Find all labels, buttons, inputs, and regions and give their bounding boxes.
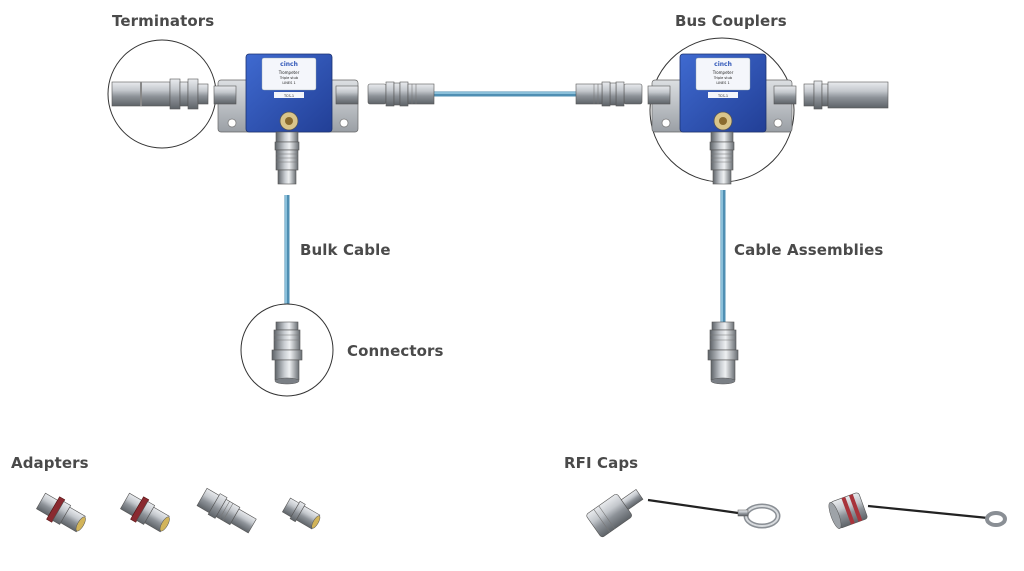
- adapter-inline-2: [282, 497, 321, 530]
- label-bulk-cable: Bulk Cable: [300, 241, 391, 259]
- bus-coupler-right: cinch Trompeter Triple stub LINES 1 TCS-…: [647, 53, 797, 133]
- connector-callout: [240, 303, 334, 397]
- rfi-cap-1: [586, 489, 781, 538]
- label-adapters: Adapters: [11, 454, 89, 472]
- cable-assembly-line: [720, 190, 726, 325]
- coupler-line2: LINES 1: [282, 81, 295, 85]
- cable-horizontal: [432, 91, 578, 97]
- cable-left-connector: [367, 81, 435, 107]
- coupler-part: TCS-1: [283, 94, 294, 98]
- adapter-bulkhead-2: [120, 492, 170, 533]
- label-terminators: Terminators: [112, 12, 215, 30]
- label-bus-couplers: Bus Couplers: [675, 12, 787, 30]
- coupler-brand-right: cinch: [714, 61, 732, 68]
- adapter-bulkhead-1: [36, 492, 86, 533]
- label-rfi-caps: RFI Caps: [564, 454, 639, 472]
- coupler-title-right: Trompeter: [712, 70, 734, 75]
- terminator-callout: [107, 39, 217, 149]
- terminator-icon: [111, 78, 209, 110]
- coupler-part-right: TCS-1: [717, 94, 728, 98]
- cable-assembly-top-connector: [709, 131, 735, 185]
- label-connectors: Connectors: [347, 342, 444, 360]
- rfi-cap-2: [828, 492, 1007, 529]
- cable-right-connector: [575, 81, 643, 107]
- coupler-line2-right: LINES 1: [716, 81, 729, 85]
- bulk-cable-top-connector: [274, 131, 300, 185]
- right-terminator-stub: [803, 80, 889, 110]
- coupler-line1-right: Triple stub: [713, 76, 733, 80]
- coupler-title: Trompeter: [278, 70, 300, 75]
- bulk-cable-line: [284, 195, 290, 322]
- coupler-line1: Triple stub: [279, 76, 299, 80]
- label-cable-assemblies: Cable Assemblies: [734, 241, 884, 259]
- adapter-inline-1: [196, 487, 257, 534]
- connector-icon: [271, 321, 303, 385]
- bus-coupler-left: cinch Trompeter Triple stub LINES 1 TCS-…: [213, 53, 359, 133]
- coupler-brand: cinch: [280, 61, 298, 68]
- cable-assembly-end-connector: [707, 321, 739, 385]
